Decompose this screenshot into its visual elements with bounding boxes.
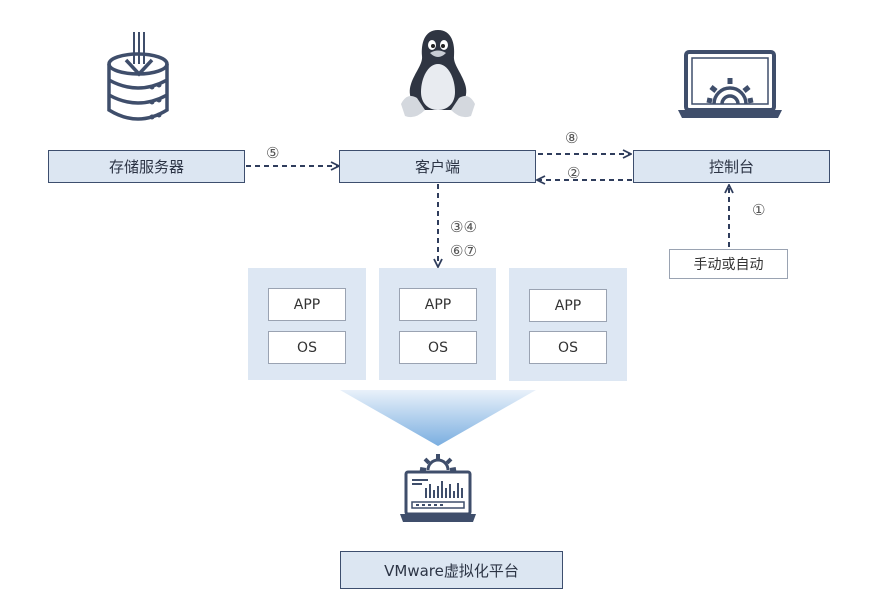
linux-penguin-icon — [401, 30, 475, 118]
vm-panel: APP OS — [248, 268, 366, 380]
trigger-node: 手动或自动 — [669, 249, 788, 279]
projection-beam — [340, 390, 536, 446]
vm-os-label: OS — [399, 331, 477, 364]
step-label-6-7: ⑥⑦ — [450, 242, 477, 260]
laptop-gear-icon — [678, 50, 782, 118]
vm-app-label: APP — [399, 288, 477, 321]
storage-server-node: 存储服务器 — [48, 150, 245, 183]
step-label-1: ① — [752, 201, 766, 219]
vm-panel: APP OS — [509, 268, 627, 381]
vm-panel: APP OS — [379, 268, 496, 380]
console-node: 控制台 — [633, 150, 830, 183]
step-label-5: ⑤ — [266, 144, 280, 162]
platform-node: VMware虚拟化平台 — [340, 551, 563, 589]
vm-os-label: OS — [529, 331, 607, 364]
vm-app-label: APP — [268, 288, 346, 321]
vm-os-label: OS — [268, 331, 346, 364]
database-download-icon — [107, 32, 169, 121]
step-label-8: ⑧ — [565, 129, 579, 147]
step-label-3-4: ③④ — [450, 218, 477, 236]
step-label-2: ② — [567, 164, 581, 182]
vm-app-label: APP — [529, 289, 607, 322]
client-node: 客户端 — [339, 150, 536, 183]
laptop-monitor-gear-icon — [400, 454, 476, 522]
